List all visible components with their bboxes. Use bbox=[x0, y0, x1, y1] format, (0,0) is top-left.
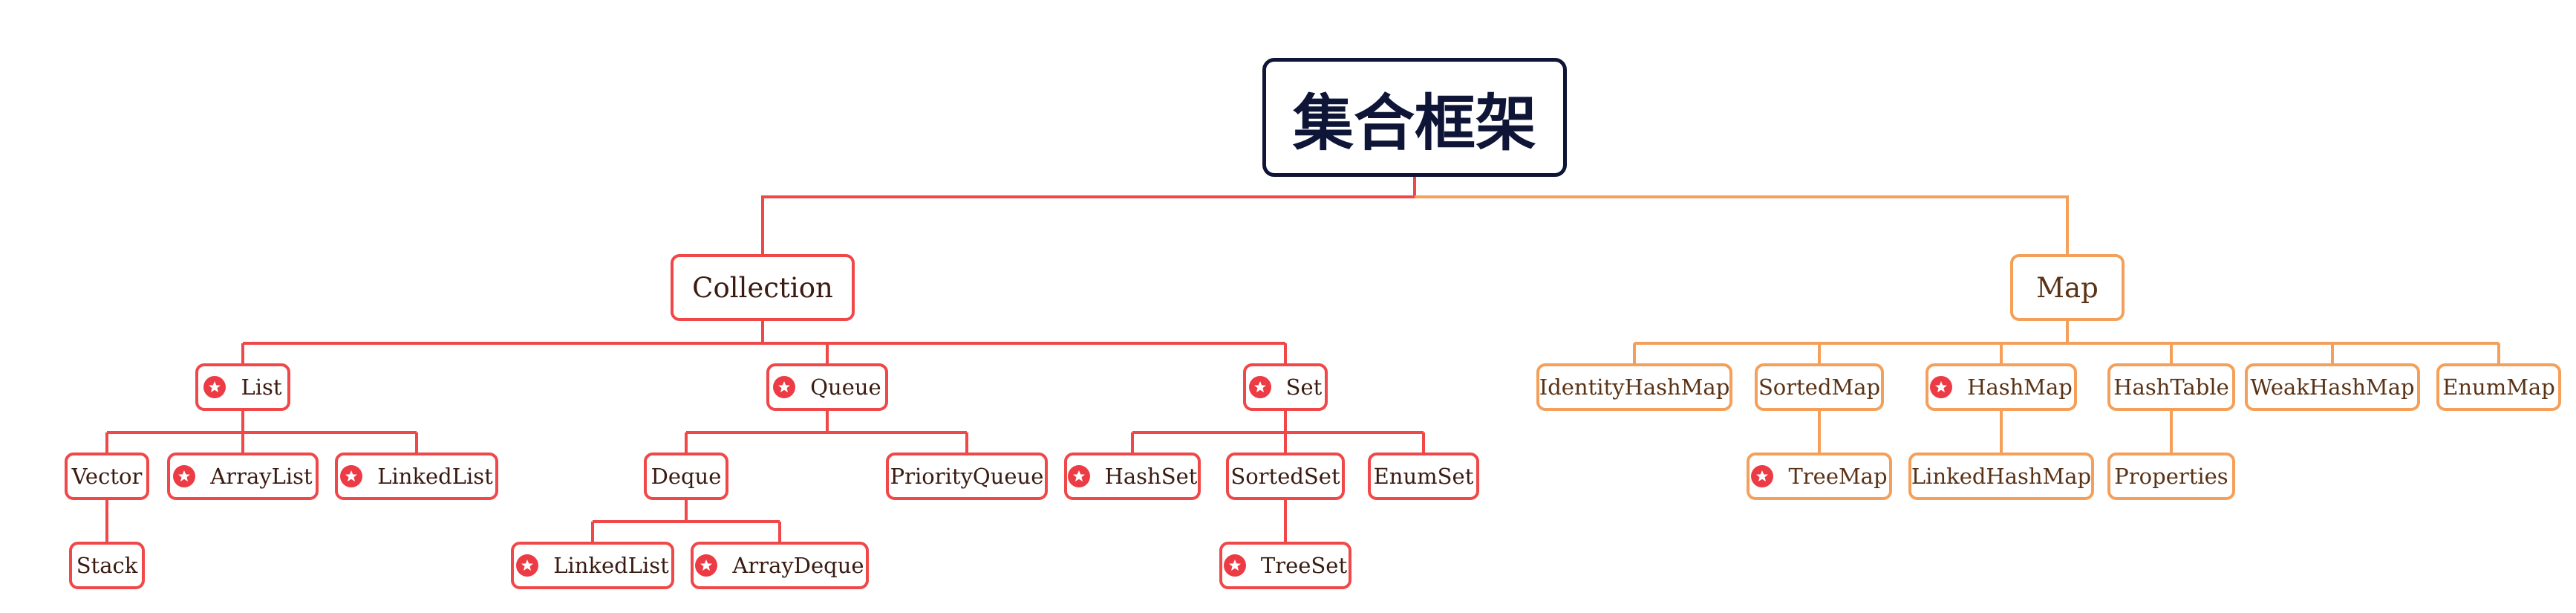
root-node-label: 集合框架 bbox=[1292, 88, 1536, 159]
map-node-label: Map bbox=[2036, 271, 2099, 304]
weakhashmap-node[interactable]: WeakHashMap bbox=[2245, 363, 2420, 411]
stack-node[interactable]: Stack bbox=[69, 542, 145, 589]
star-icon bbox=[1248, 376, 1271, 398]
sortedset-node[interactable]: SortedSet bbox=[1226, 453, 1345, 500]
deque-node[interactable]: Deque bbox=[644, 453, 728, 500]
hashtable-node[interactable]: HashTable bbox=[2107, 363, 2235, 411]
treemap-node-label: TreeMap bbox=[1788, 464, 1888, 489]
list-linkedlist-node-label: LinkedList bbox=[377, 464, 493, 489]
star-icon bbox=[340, 465, 363, 487]
sortedset-node-label: SortedSet bbox=[1230, 464, 1340, 489]
root-collection-connector bbox=[761, 177, 1416, 254]
collection-node[interactable]: Collection bbox=[671, 254, 855, 321]
hashset-node-label: HashSet bbox=[1104, 464, 1198, 489]
root-map-connector bbox=[1415, 195, 2069, 254]
sortedmap-node-label: SortedMap bbox=[1758, 374, 1881, 400]
star-icon bbox=[1930, 376, 1953, 398]
map-connector bbox=[1633, 321, 2500, 363]
treemap-node[interactable]: TreeMap bbox=[1747, 453, 1892, 500]
set-node[interactable]: Set bbox=[1243, 363, 1328, 411]
list-linkedlist-node[interactable]: LinkedList bbox=[335, 453, 498, 500]
deque-node-label: Deque bbox=[650, 464, 722, 489]
arraydeque-node-label: ArrayDeque bbox=[732, 553, 864, 578]
vector-node[interactable]: Vector bbox=[65, 453, 149, 500]
vector-node-label: Vector bbox=[71, 464, 143, 489]
identityhashmap-node-label: IdentityHashMap bbox=[1539, 374, 1730, 400]
map-node[interactable]: Map bbox=[2010, 254, 2125, 321]
set-node-label: Set bbox=[1285, 374, 1323, 400]
properties-node-label: Properties bbox=[2114, 464, 2228, 489]
deque-linkedlist-node-label: LinkedList bbox=[553, 553, 669, 578]
queue-connector bbox=[685, 411, 968, 453]
star-icon bbox=[1751, 465, 1774, 487]
linkedhashmap-node-label: LinkedHashMap bbox=[1911, 464, 2092, 489]
priorityqueue-node-label: PriorityQueue bbox=[890, 464, 1044, 489]
hashset-node[interactable]: HashSet bbox=[1064, 453, 1201, 500]
queue-node[interactable]: Queue bbox=[766, 363, 888, 411]
hashmap-node[interactable]: HashMap bbox=[1926, 363, 2077, 411]
arraydeque-node[interactable]: ArrayDeque bbox=[691, 542, 869, 589]
star-icon bbox=[516, 554, 539, 577]
star-icon bbox=[1223, 554, 1246, 577]
sortedmap-node[interactable]: SortedMap bbox=[1755, 363, 1884, 411]
list-node[interactable]: List bbox=[195, 363, 290, 411]
list-node-label: List bbox=[241, 374, 282, 400]
queue-node-label: Queue bbox=[810, 374, 881, 400]
treeset-node[interactable]: TreeSet bbox=[1219, 542, 1351, 589]
stack-node-label: Stack bbox=[76, 553, 138, 578]
deque-linkedlist-node[interactable]: LinkedList bbox=[511, 542, 674, 589]
hashtable-node-label: HashTable bbox=[2113, 374, 2229, 400]
enummap-node[interactable]: EnumMap bbox=[2436, 363, 2561, 411]
hashmap-node-label: HashMap bbox=[1967, 374, 2073, 400]
collection-node-label: Collection bbox=[692, 271, 833, 304]
enummap-node-label: EnumMap bbox=[2442, 374, 2555, 400]
identityhashmap-node[interactable]: IdentityHashMap bbox=[1536, 363, 1732, 411]
star-icon bbox=[773, 376, 796, 398]
star-icon bbox=[203, 376, 226, 398]
star-icon bbox=[173, 465, 196, 487]
star-icon bbox=[695, 554, 718, 577]
arraylist-node[interactable]: ArrayList bbox=[167, 453, 319, 500]
deque-connector bbox=[591, 500, 781, 542]
enumset-node-label: EnumSet bbox=[1373, 464, 1474, 489]
properties-node[interactable]: Properties bbox=[2107, 453, 2235, 500]
enumset-node[interactable]: EnumSet bbox=[1368, 453, 1479, 500]
star-icon bbox=[1067, 465, 1090, 487]
collection-connector bbox=[241, 321, 1287, 363]
priorityqueue-node[interactable]: PriorityQueue bbox=[886, 453, 1048, 500]
treeset-node-label: TreeSet bbox=[1260, 553, 1348, 578]
arraylist-node-label: ArrayList bbox=[210, 464, 313, 489]
linkedhashmap-node[interactable]: LinkedHashMap bbox=[1908, 453, 2094, 500]
list-connector bbox=[105, 411, 418, 453]
set-connector bbox=[1131, 411, 1425, 453]
weakhashmap-node-label: WeakHashMap bbox=[2250, 374, 2415, 400]
root-node[interactable]: 集合框架 bbox=[1262, 58, 1567, 177]
